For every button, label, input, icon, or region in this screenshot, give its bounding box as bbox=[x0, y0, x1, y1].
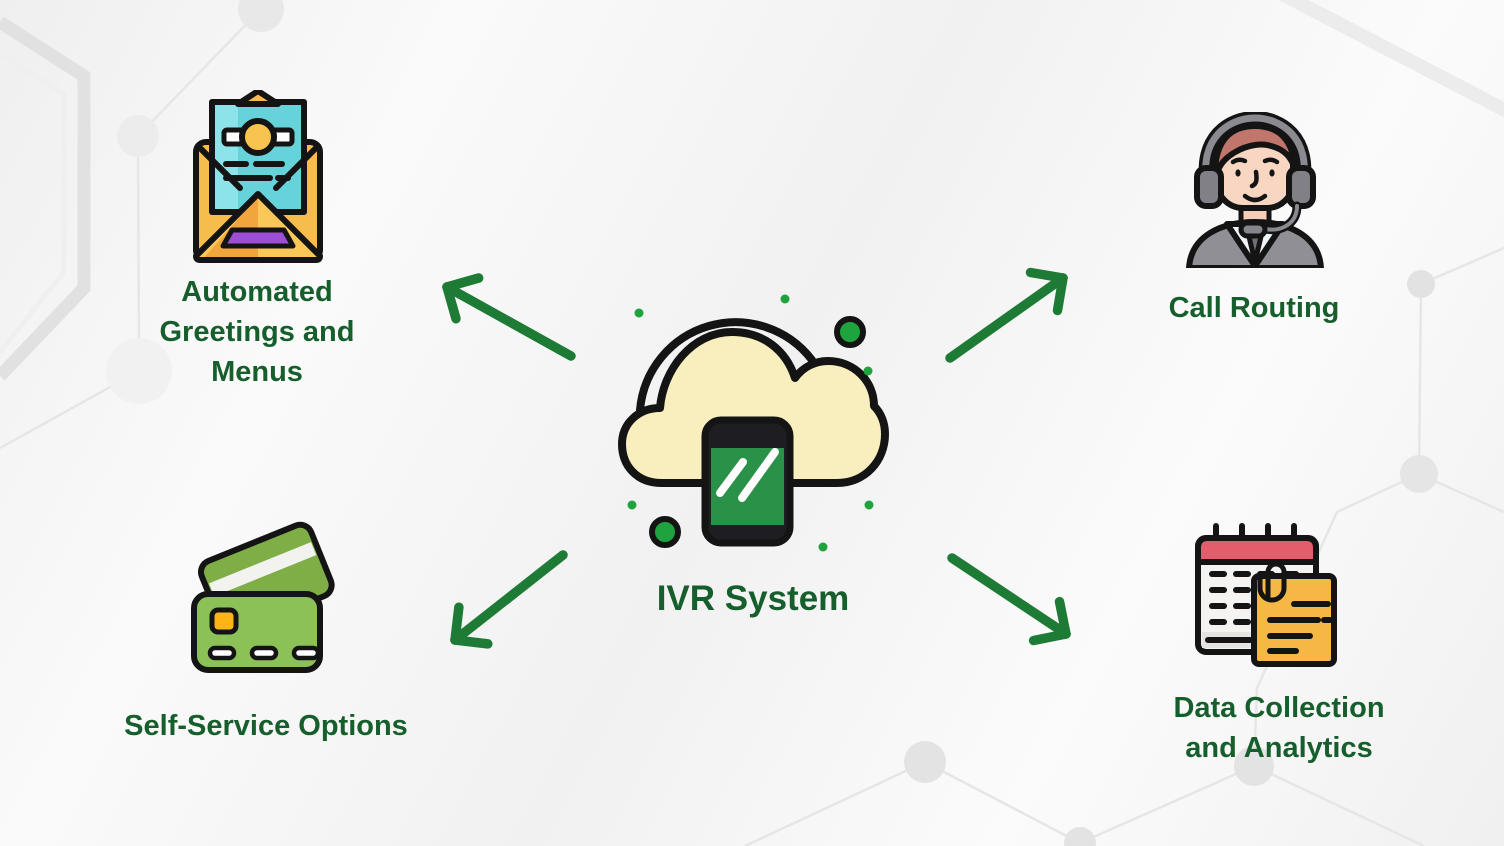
credit-cards-icon bbox=[191, 521, 335, 673]
label-line: Menus bbox=[211, 356, 303, 388]
label-automated-greetings: Automated Greetings and Menus bbox=[117, 272, 397, 392]
label-line: Data Collection bbox=[1173, 692, 1385, 724]
calendar-notes-icon bbox=[1195, 523, 1337, 667]
envelope-letter-icon bbox=[193, 90, 323, 263]
support-agent-icon bbox=[1186, 112, 1324, 268]
label-line: Self-Service Options bbox=[124, 710, 408, 742]
label-line: Call Routing bbox=[1168, 292, 1340, 324]
label-line: and Analytics bbox=[1185, 732, 1373, 764]
center-label: IVR System bbox=[603, 578, 903, 620]
center-label-text: IVR System bbox=[656, 579, 850, 618]
label-call-routing: Call Routing bbox=[1104, 288, 1404, 328]
cloud-phone-icon bbox=[618, 294, 889, 552]
label-self-service: Self-Service Options bbox=[86, 706, 446, 746]
label-line: Automated bbox=[181, 276, 333, 308]
label-data-collection: Data Collection and Analytics bbox=[1119, 688, 1439, 768]
label-line: Greetings and bbox=[159, 316, 355, 348]
